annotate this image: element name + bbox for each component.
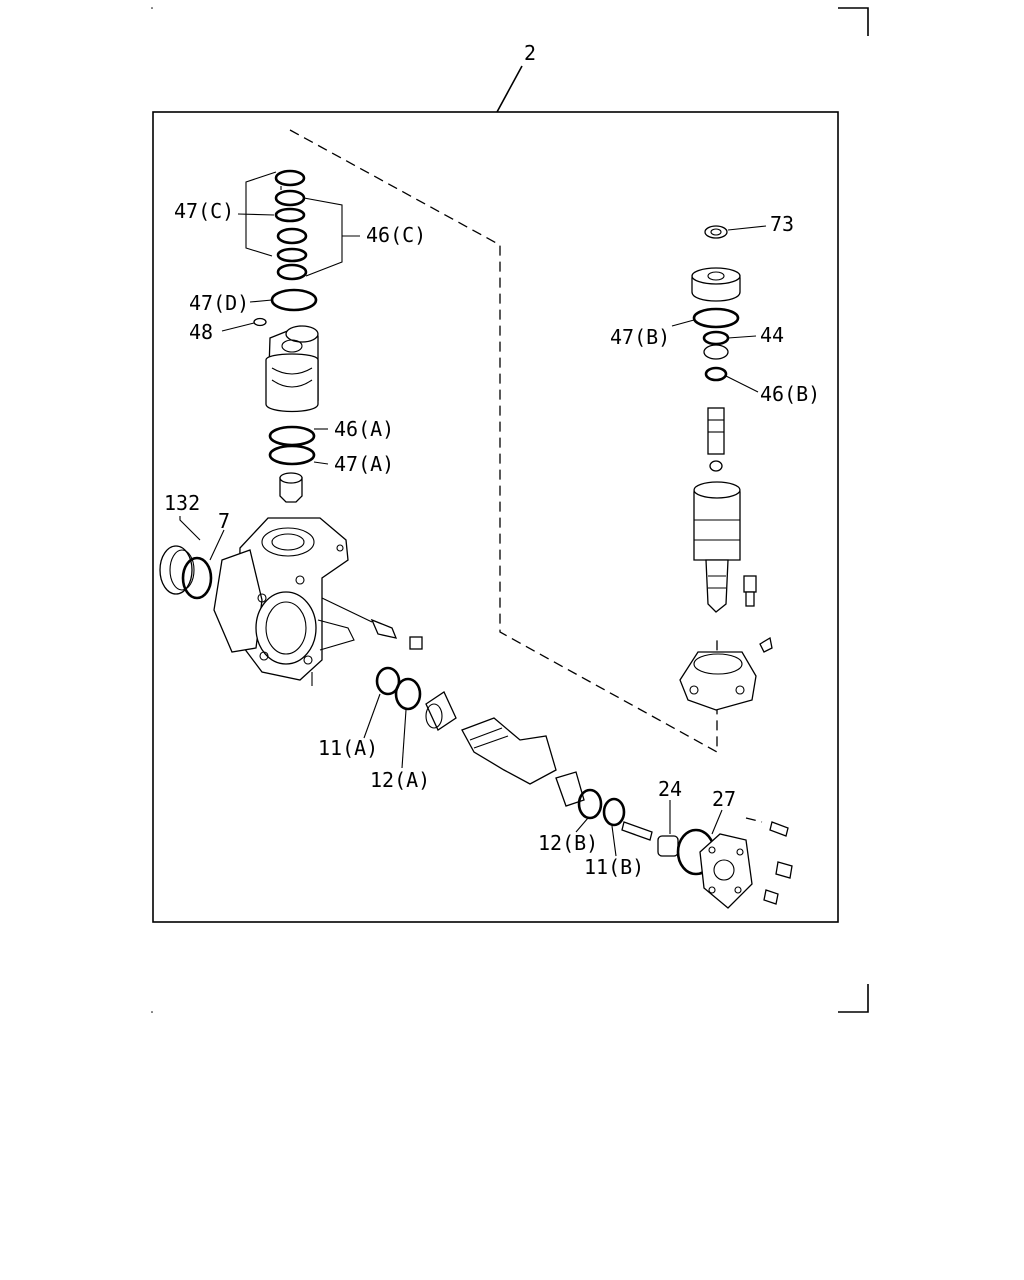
seal-ring-12a <box>394 677 422 711</box>
small-piston <box>279 472 303 503</box>
valve-cap <box>691 267 741 302</box>
adjusting-bolt <box>621 821 653 841</box>
needle-bearing <box>425 691 457 731</box>
callout-labels: 47(C) 46(C) 47(D) 48 46(A) 47(A) 132 7 1… <box>164 199 820 879</box>
assembly-phantom-line <box>289 129 718 754</box>
callout-46b: 46(B) <box>760 382 820 406</box>
cover-bolts <box>745 817 793 905</box>
assembly-number-label: 2 <box>524 41 536 65</box>
callout-11a: 11(A) <box>318 736 378 760</box>
adjuster-bolt-right <box>743 575 757 607</box>
callout-leaders <box>179 213 767 857</box>
lock-nut-24 <box>657 835 679 857</box>
callout-12b: 12(B) <box>538 831 598 855</box>
seal-ring-46b <box>704 366 728 382</box>
valve-sleeve <box>693 481 741 613</box>
washer-73 <box>704 225 728 239</box>
seal-ring-47a <box>268 444 316 466</box>
seal-ring-12b <box>577 788 603 820</box>
callout-46a: 46(A) <box>334 417 394 441</box>
callout-12a: 12(A) <box>370 768 430 792</box>
callout-47a: 47(A) <box>334 452 394 476</box>
callout-47c: 47(C) <box>174 199 234 223</box>
callout-24: 24 <box>658 777 682 801</box>
housing-ring-7 <box>181 556 213 600</box>
seal-ring-47b <box>692 307 740 329</box>
seal-ring-44 <box>702 330 730 346</box>
seal-ring-stack <box>245 169 343 281</box>
small-washer-48 <box>253 317 267 327</box>
callout-7: 7 <box>218 509 230 533</box>
diagram-frame <box>152 111 839 923</box>
valve-cylinder <box>265 325 319 413</box>
seal-ring-46a <box>268 425 316 447</box>
seal-ring-11a <box>375 666 401 696</box>
crop-marks <box>151 7 869 1013</box>
pinion-shaft <box>461 717 585 807</box>
valve-housing <box>679 636 773 711</box>
callout-11b: 11(B) <box>584 855 644 879</box>
callout-132: 132 <box>164 491 200 515</box>
seal-ring-11b <box>602 797 626 827</box>
callout-47d: 47(D) <box>189 291 249 315</box>
seal-ring-47d <box>270 288 318 312</box>
bleeder-screw <box>321 597 423 650</box>
valve-spool <box>707 407 725 472</box>
callout-44: 44 <box>760 323 784 347</box>
end-cover <box>699 833 753 909</box>
gear-housing <box>213 517 355 686</box>
callout-73: 73 <box>770 212 794 236</box>
callout-46c: 46(C) <box>366 223 426 247</box>
callout-47b: 47(B) <box>610 325 670 349</box>
callout-48: 48 <box>189 320 213 344</box>
callout-27: 27 <box>712 787 736 811</box>
